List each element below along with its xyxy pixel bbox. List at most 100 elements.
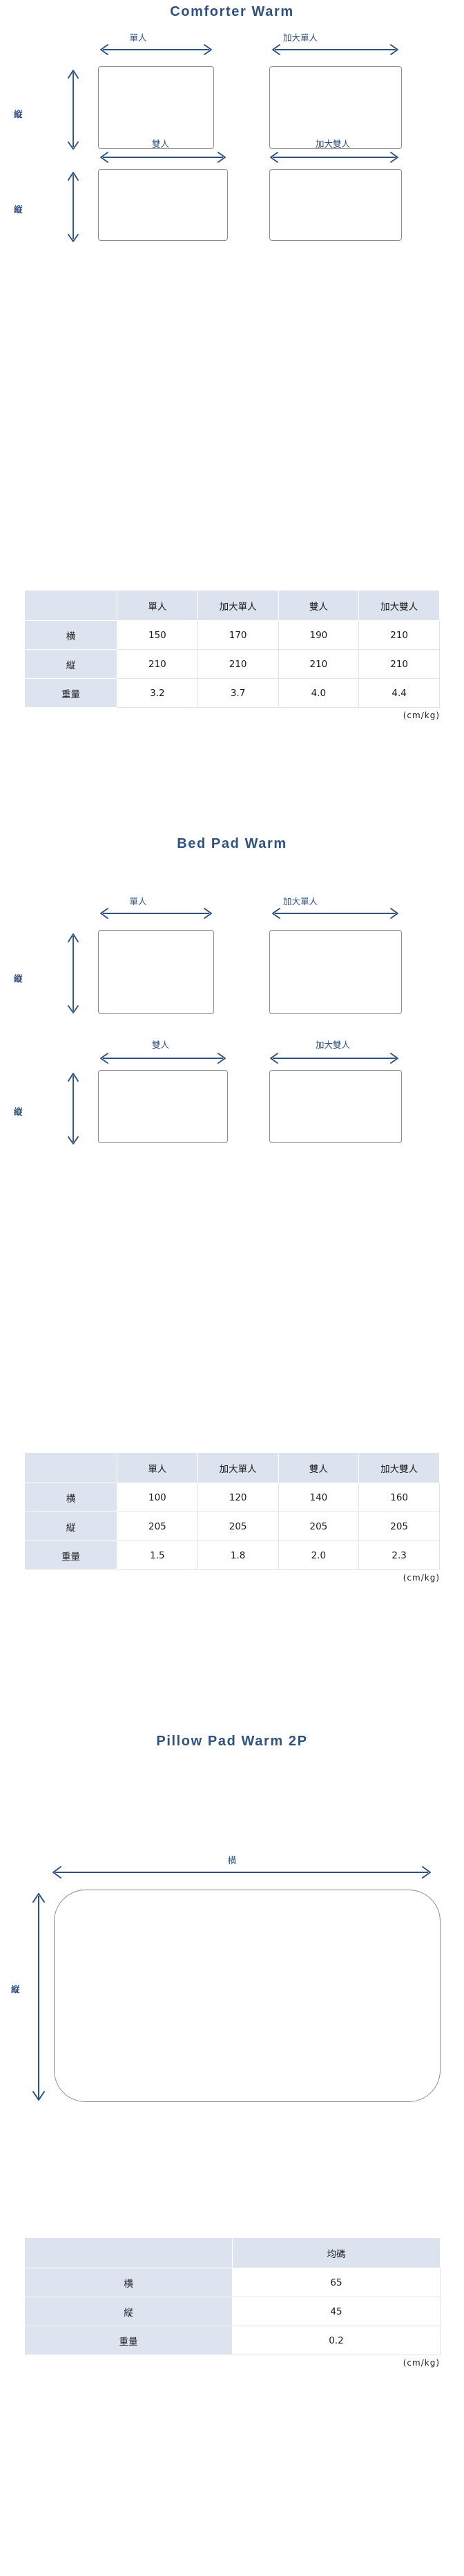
table-corner-cell <box>24 1452 117 1483</box>
table-cell: 205 <box>358 1512 440 1541</box>
table-cell: 2.3 <box>358 1540 440 1570</box>
table-cell: 205 <box>117 1512 198 1541</box>
table-col-header: 單人 <box>117 590 198 621</box>
table-cell: 160 <box>358 1483 440 1512</box>
table-header-row: 單人 加大單人 雙人 加大雙人 <box>24 1452 440 1483</box>
width-arrow-single <box>100 44 212 55</box>
width-arrow-single <box>100 908 212 919</box>
shape-box-double <box>98 1070 228 1143</box>
table-cell: 210 <box>278 649 360 679</box>
spec-table-comforter: 單人 加大單人 雙人 加大雙人 横 150 170 190 210 <box>24 590 440 708</box>
table-cell: 210 <box>197 649 279 679</box>
table-col-header: 加大雙人 <box>358 1452 440 1483</box>
unit-note: (cm/kg) <box>403 2358 440 2368</box>
table-row: 縦 210 210 210 210 <box>24 649 440 679</box>
height-arrow-row1 <box>68 70 79 150</box>
table-col-header: 單人 <box>117 1452 198 1483</box>
height-arrow-row1 <box>68 933 79 1013</box>
table-row: 縦 205 205 205 205 <box>24 1512 440 1541</box>
table-row-header: 縦 <box>24 1512 117 1541</box>
table-row-header: 重量 <box>24 2326 233 2355</box>
table-cell: 190 <box>278 620 360 650</box>
table-cell: 4.0 <box>278 678 360 708</box>
shape-box-single-xl <box>269 66 402 149</box>
width-arrow-double <box>100 1053 226 1064</box>
shape-box-single <box>98 930 214 1014</box>
shape-box-single-xl <box>269 930 402 1014</box>
table-cell: 3.2 <box>117 678 198 708</box>
height-arrow-row2 <box>68 172 79 242</box>
table-cell: 1.5 <box>117 1540 198 1570</box>
table-col-header: 雙人 <box>278 1452 360 1483</box>
table-row-header: 横 <box>24 1483 117 1512</box>
shape-box-double-xl <box>269 169 402 241</box>
diagram-bed-pad-warm: 單人 加大單人 縦 雙人 加大雙人 <box>0 860 464 1384</box>
height-label-pillow: 縦 <box>11 1984 20 1994</box>
spec-table-wrap-pillow: 均碼 横 65 縦 45 重量 0.2 <box>0 2237 464 2368</box>
shape-box-double-xl <box>269 1070 402 1143</box>
diagram-comforter-warm: 單人 加大單人 縦 雙人 <box>0 28 464 545</box>
size-label-double: 雙人 <box>151 139 169 149</box>
unit-note: (cm/kg) <box>403 711 440 720</box>
shape-box-pillow <box>54 1890 441 2102</box>
table-cell: 45 <box>232 2297 441 2326</box>
spec-table-bed-pad: 單人 加大單人 雙人 加大雙人 横 100 120 140 160 <box>24 1452 440 1570</box>
diagram-pillow-pad: 横 縦 <box>0 1782 464 2175</box>
size-label-single: 單人 <box>129 32 147 43</box>
table-cell: 1.8 <box>197 1540 279 1570</box>
table-cell: 150 <box>117 620 198 650</box>
table-header-row: 單人 加大單人 雙人 加大雙人 <box>24 590 440 621</box>
table-cell: 140 <box>278 1483 360 1512</box>
section-pillow-pad-warm-2p: Pillow Pad Warm 2P 横 縦 均碼 <box>0 1685 464 2576</box>
table-row: 縦 45 <box>24 2297 441 2326</box>
width-arrow-double-xl <box>270 1053 398 1064</box>
section-comforter-warm: Comforter Warm 單人 加大單人 縦 <box>0 0 464 828</box>
table-row-header: 横 <box>24 2268 233 2297</box>
table-cell: 120 <box>197 1483 279 1512</box>
table-row: 重量 1.5 1.8 2.0 2.3 <box>24 1540 440 1570</box>
table-row: 横 150 170 190 210 <box>24 620 440 650</box>
table-row: 重量 3.2 3.7 4.0 4.4 <box>24 678 440 708</box>
table-corner-cell <box>24 590 117 621</box>
table-col-header: 加大單人 <box>197 1452 279 1483</box>
width-arrow-double-xl <box>270 152 398 163</box>
table-row-header: 重量 <box>24 678 117 708</box>
size-label-single-xl: 加大單人 <box>282 896 318 906</box>
height-label-row1: 縦 <box>14 973 23 984</box>
table-cell: 205 <box>197 1512 279 1541</box>
width-arrow-double <box>100 152 226 163</box>
table-col-header: 均碼 <box>232 2237 441 2268</box>
table-cell: 210 <box>117 649 198 679</box>
width-label-pillow: 横 <box>227 1855 237 1865</box>
spec-table-wrap-comforter: 單人 加大單人 雙人 加大雙人 横 150 170 190 210 <box>0 590 464 720</box>
size-label-double: 雙人 <box>151 1040 169 1050</box>
size-label-single-xl: 加大單人 <box>282 32 318 43</box>
table-corner-cell <box>24 2237 233 2268</box>
table-row-header: 重量 <box>24 1540 117 1570</box>
spec-table-wrap-bed-pad: 單人 加大單人 雙人 加大雙人 横 100 120 140 160 <box>0 1452 464 1583</box>
height-arrow-pillow <box>32 1893 45 2101</box>
table-cell: 65 <box>232 2268 441 2297</box>
height-label-row2: 縦 <box>14 204 23 215</box>
table-cell: 0.2 <box>232 2326 441 2355</box>
section-title: Pillow Pad Warm 2P <box>156 1734 308 1749</box>
table-col-header: 雙人 <box>278 590 360 621</box>
size-label-double-xl: 加大雙人 <box>315 139 350 149</box>
table-cell: 2.0 <box>278 1540 360 1570</box>
table-row-header: 縦 <box>24 2297 233 2326</box>
table-cell: 170 <box>197 620 279 650</box>
spec-table-pillow: 均碼 横 65 縦 45 重量 0.2 <box>24 2237 441 2355</box>
table-cell: 3.7 <box>197 678 279 708</box>
shape-box-single <box>98 66 214 149</box>
section-title: Bed Pad Warm <box>177 836 287 851</box>
table-header-row: 均碼 <box>24 2237 441 2268</box>
height-arrow-row2 <box>68 1073 79 1145</box>
table-row-header: 横 <box>24 620 117 650</box>
table-col-header: 加大單人 <box>197 590 279 621</box>
width-arrow-single-xl <box>272 908 398 919</box>
table-row: 横 100 120 140 160 <box>24 1483 440 1512</box>
shape-box-double <box>98 169 228 241</box>
table-row-header: 縦 <box>24 649 117 679</box>
table-col-header: 加大雙人 <box>358 590 440 621</box>
width-arrow-single-xl <box>272 44 398 55</box>
